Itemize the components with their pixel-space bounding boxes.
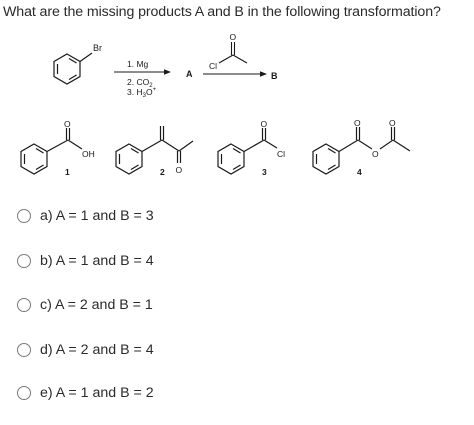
bromine-label: Br — [93, 43, 102, 53]
acetyl-oxygen-label: O — [230, 32, 237, 42]
intermediate-a-label: A — [186, 69, 193, 79]
choice-b-label: b) A = 1 and B = 4 — [40, 253, 154, 269]
choice-b[interactable]: b) A = 1 and B = 4 — [17, 251, 154, 271]
acetyl-chlorine-label: Cl — [209, 61, 217, 71]
reaction-arrow-2 — [203, 71, 267, 77]
radio-button-d[interactable] — [17, 343, 31, 357]
product-b-label: B — [271, 71, 278, 81]
candidate-3-chlorine: Cl — [277, 149, 285, 159]
candidate-4-structure — [312, 127, 411, 175]
reagent-step-3: 3. H3O+ — [127, 87, 157, 99]
choice-c-label: c) A = 2 and B = 1 — [40, 297, 153, 313]
radio-button-c[interactable] — [17, 298, 31, 312]
bromobenzene-structure — [53, 52, 93, 85]
candidate-3-structure — [217, 128, 278, 175]
choice-a[interactable]: a) A = 1 and B = 3 — [17, 206, 154, 226]
candidate-2-structure — [115, 126, 194, 175]
candidate-1-oxygen: O — [64, 119, 71, 129]
reaction-scheme: Br 1. Mg 2. CO2 3. H3O+ A O Cl B O OH 1 — [20, 32, 411, 177]
reagent-step-2: 2. CO2 — [127, 77, 153, 89]
reaction-arrow-1 — [114, 69, 171, 75]
radio-button-e[interactable] — [17, 386, 31, 400]
candidate-4-oxygen-2: O — [389, 118, 396, 128]
candidate-3-number: 3 — [262, 167, 267, 177]
candidate-4-oxygen-1: O — [354, 118, 361, 128]
candidate-3-oxygen: O — [261, 119, 268, 129]
choice-a-label: a) A = 1 and B = 3 — [40, 208, 154, 224]
candidate-1-number: 1 — [65, 167, 70, 177]
acetyl-chloride-structure — [218, 42, 248, 64]
candidate-4-number: 4 — [357, 167, 362, 177]
candidate-2-number: 2 — [160, 167, 165, 177]
reagent-step-1: 1. Mg — [127, 59, 149, 69]
candidate-1-hydroxyl: OH — [82, 149, 95, 159]
candidate-1-structure — [20, 128, 83, 175]
question-text: What are the missing products A and B in… — [3, 4, 441, 20]
choice-d[interactable]: d) A = 2 and B = 4 — [17, 340, 154, 360]
choice-e-label: e) A = 1 and B = 2 — [40, 385, 154, 401]
radio-button-a[interactable] — [17, 209, 31, 223]
choice-c[interactable]: c) A = 2 and B = 1 — [17, 295, 153, 315]
choice-e[interactable]: e) A = 1 and B = 2 — [17, 383, 154, 403]
radio-button-b[interactable] — [17, 254, 31, 268]
choice-d-label: d) A = 2 and B = 4 — [40, 342, 154, 358]
candidate-4-oxygen-bridge: O — [372, 149, 379, 159]
candidate-2-oxygen: O — [176, 165, 183, 175]
